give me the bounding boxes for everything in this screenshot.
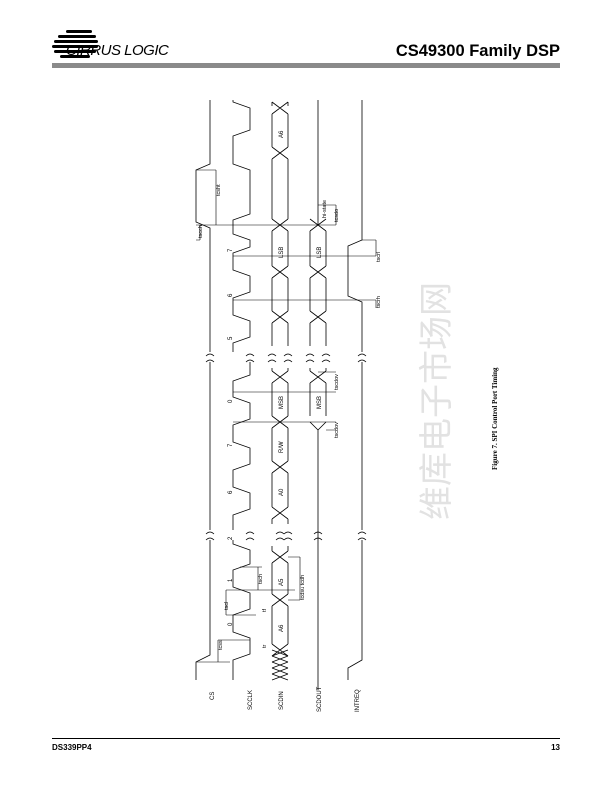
sdin-cell: R/W — [279, 441, 285, 453]
bit-label: 7 — [228, 443, 234, 447]
timing-tcsdo: tcsdo — [334, 209, 340, 222]
bit-label: 2 — [228, 536, 234, 540]
timing-markers — [196, 169, 377, 663]
timing-tscdov: tscdov — [334, 374, 340, 390]
sdin-cell: A0 — [279, 488, 285, 496]
timing-tscrl: tscrl — [376, 252, 382, 262]
sdin-cell: LSB — [279, 247, 285, 258]
sclk-waveform — [232, 540, 251, 680]
watermark: 维库电子市场网 — [417, 282, 457, 520]
bit-label: 1 — [228, 578, 234, 582]
sclk-waveform — [232, 362, 251, 530]
sdout-hiz — [309, 100, 327, 690]
figure-caption: Figure 7. SPI Control Port Timing — [491, 367, 499, 470]
sdout-cell: LSB — [317, 247, 323, 258]
signal-label-sdout: SCDOUT — [317, 686, 323, 712]
sdin-cell: A6 — [279, 624, 285, 632]
bit-label: 5 — [228, 336, 234, 340]
logo-text: CIRRUS LOGIC — [66, 42, 169, 59]
bit-label: 6 — [228, 293, 234, 297]
footer-divider — [52, 738, 560, 739]
bit-label: 7 — [228, 248, 234, 252]
bit-label: 0 — [228, 399, 234, 403]
header-divider — [52, 63, 560, 68]
tri-state-label: hi-state — [322, 200, 328, 218]
timing-tscrh: tscrh — [376, 296, 382, 308]
timing-tcsht: tcsht — [216, 184, 222, 196]
timing-tr: tr — [262, 644, 268, 648]
intreq-waveform — [347, 100, 363, 680]
sdin-cell: MSB — [279, 396, 285, 409]
timing-marker-lines — [196, 169, 377, 663]
signal-label-intreq: INTREQ — [355, 689, 361, 712]
bit-label: 0 — [228, 622, 234, 626]
signal-label-sdin: SCDIN — [279, 691, 285, 710]
timing-tcdsu-tcdh: tcdsu tcdh — [300, 575, 306, 600]
signal-label-cs: CS — [210, 692, 216, 700]
sdout-cell: MSB — [317, 396, 323, 409]
timing-tscdov: tscdov — [334, 422, 340, 438]
cirrus-logic-logo — [52, 30, 98, 58]
sdin-bus — [271, 102, 289, 644]
timing-tscl: tscl — [224, 602, 230, 610]
sdin-crossings — [271, 101, 289, 657]
sclk-waveform — [232, 100, 251, 352]
timing-tscch: tscch — [198, 225, 204, 238]
sdin-cell: A5 — [279, 578, 285, 586]
signal-label-sclk: SCCLK — [248, 690, 254, 710]
document-title: CS49300 Family DSP — [395, 42, 560, 60]
bit-label: 6 — [228, 490, 234, 494]
timing-tf: tf — [262, 608, 268, 612]
cs-waveform — [195, 100, 211, 680]
sdin-undefined-hatch — [271, 649, 289, 681]
sdin-cell: A6 — [279, 130, 285, 138]
sdout-crossings — [309, 218, 327, 384]
document-id: DS339PP4 — [52, 743, 92, 752]
sdout-bus — [309, 231, 327, 416]
break-symbols — [205, 353, 367, 541]
timing-tcss: tcss — [218, 640, 224, 650]
timing-tsch: tsch — [258, 574, 264, 584]
page-number: 13 — [551, 743, 560, 752]
waveforms — [195, 100, 367, 690]
